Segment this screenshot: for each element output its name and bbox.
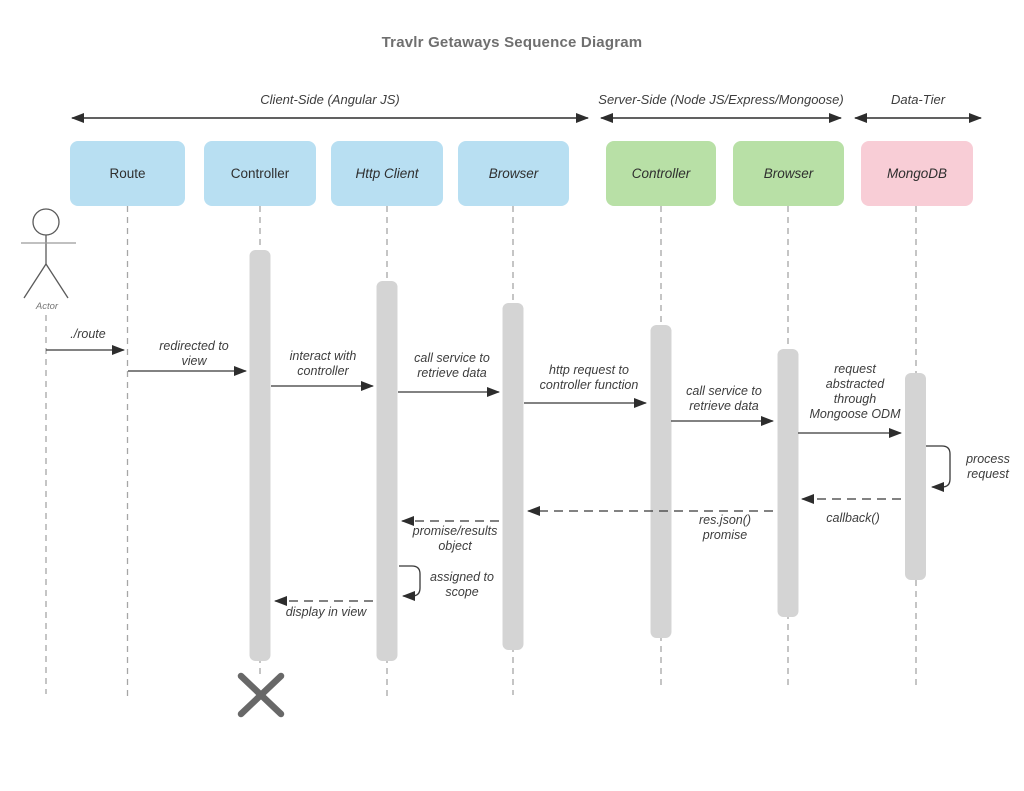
participant-browser: Browser: [458, 141, 569, 206]
participant-route: Route: [70, 141, 185, 206]
arrow-process-request-self: [926, 445, 951, 492]
message-label-promise-results: promise/results object: [412, 524, 498, 553]
destroy-x-icon: [237, 672, 285, 718]
message-label-call-service-client: call service to retrieve data: [414, 351, 490, 380]
arrow-assigned-to-scope-self: [399, 565, 421, 601]
activation-browser: [502, 303, 524, 650]
actor-label: Actor: [35, 301, 59, 312]
message-arrows: [46, 345, 951, 606]
participant-http-client: Http Client: [331, 141, 443, 206]
message-label-redirected-to-view: redirected to view: [159, 339, 229, 368]
message-label-assigned-to-scope: assigned to scope: [430, 570, 494, 599]
message-label-mongoose-odm: request abstracted through Mongoose ODM: [809, 362, 901, 421]
message-label-display-in-view: display in view: [285, 605, 367, 619]
participant-server-browser: Browser: [733, 141, 844, 206]
message-label-call-service-server: call service to retrieve data: [686, 384, 762, 413]
section-label-server-side: Server-Side (Node JS/Express/Mongoose): [598, 92, 844, 107]
activation-bars: [249, 250, 926, 661]
message-label-process-request: process request: [966, 452, 1010, 481]
message-label-res-json-promise: res.json() promise: [698, 513, 752, 542]
section-label-data-tier: Data-Tier: [890, 92, 946, 107]
participant-mongodb: MongoDB: [861, 141, 973, 206]
actor-icon: [21, 208, 76, 299]
section-label-client-side: Client-Side (Angular JS): [260, 92, 400, 107]
diagram-title: Travlr Getaways Sequence Diagram: [381, 34, 643, 51]
activation-server-browser: [777, 349, 799, 617]
participant-server-controller: Controller: [606, 141, 716, 206]
activation-mongodb: [905, 373, 926, 580]
activation-http-client: [376, 281, 398, 661]
message-label-route: ./route: [70, 327, 106, 341]
message-label-callback: callback(): [826, 511, 880, 525]
activation-controller: [249, 250, 271, 661]
activation-server-controller: [650, 325, 672, 638]
message-label-http-request: http request to controller function: [539, 363, 639, 392]
message-label-interact-controller: interact with controller: [289, 349, 357, 378]
participant-controller: Controller: [204, 141, 316, 206]
